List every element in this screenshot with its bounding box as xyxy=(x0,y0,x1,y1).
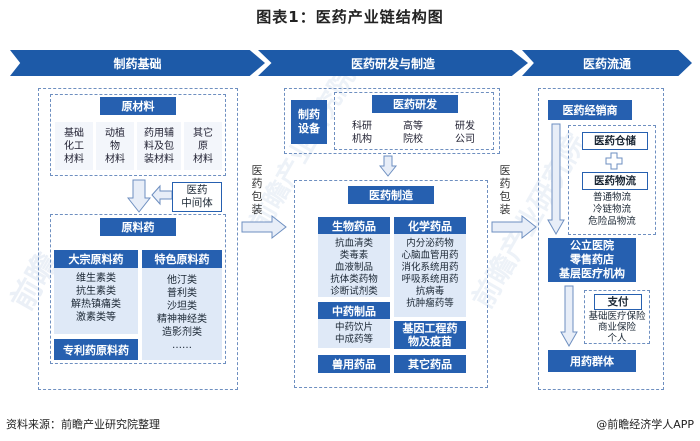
raw-material-item: 其它 原 材料 xyxy=(184,122,222,170)
special-api-panel xyxy=(142,250,222,360)
arrow-left-icon xyxy=(151,184,173,206)
logistics-frame xyxy=(568,125,656,235)
distributor-box: 医药经销商 xyxy=(548,100,632,120)
raw-material-item: 动植 物 材料 xyxy=(96,122,134,170)
stage-pharma-base: 制药基础 xyxy=(10,50,265,76)
vet-box: 兽用药品 xyxy=(318,355,390,373)
raw-material-item: 药用辅 料及包 装材料 xyxy=(137,122,181,170)
logistics-list: 普通物流 冷链物流 危险品物流 xyxy=(588,192,636,227)
chem-header: 化学药品 xyxy=(394,217,466,234)
patent-api-box: 专利药原料药 xyxy=(54,339,138,360)
rd-item: 科研 机构 xyxy=(342,118,382,148)
arrow-down-icon xyxy=(547,123,565,236)
plus-icon xyxy=(605,152,623,170)
outlets-box: 公立医院 零售药店 基层医疗机构 xyxy=(548,238,636,282)
chart-title: 图表1：医药产业链结构图 xyxy=(256,8,444,26)
api-frame xyxy=(50,214,226,364)
equipment-box: 制药 设备 xyxy=(291,100,327,144)
stage1-frame xyxy=(38,88,238,390)
bulk-api-header: 大宗原料药 xyxy=(54,250,138,268)
raw-materials-header: 原材料 xyxy=(100,97,176,115)
raw-materials-frame xyxy=(50,94,226,176)
tcm-list: 中药饮片 中成药等 xyxy=(334,322,373,345)
packaging-label: 医 药 包 装 xyxy=(499,164,511,216)
mfg-frame xyxy=(294,180,488,388)
warehouse-box: 医药仓储 xyxy=(582,132,648,150)
rd-inner-frame xyxy=(334,92,494,150)
rd-item: 高等 院校 xyxy=(393,118,433,148)
payment-header: 支付 xyxy=(594,294,642,310)
logistics-header: 医药物流 xyxy=(582,172,648,190)
source-note: 资料来源：前瞻产业研究院整理 xyxy=(6,418,160,431)
bio-header: 生物药品 xyxy=(318,217,390,234)
bio-list: 抗血清类 类毒素 血液制品 抗体类药物 诊断试剂类 xyxy=(330,238,378,297)
stage3-frame xyxy=(538,88,664,390)
arrow-right-icon xyxy=(491,214,537,240)
payment-list: 基础医疗保险 商业保险 个人 xyxy=(588,311,646,344)
other-drugs-box: 其它药品 xyxy=(394,355,466,373)
special-api-header: 特色原料药 xyxy=(142,250,222,268)
mfg-header: 医药制造 xyxy=(348,186,434,204)
intermediate-box: 医药 中间体 xyxy=(172,182,222,212)
special-api-list: 他汀类 普利类 沙坦类 精神神经类 造影剂类 …… xyxy=(157,275,207,351)
stage-distribution: 医药流通 xyxy=(522,50,692,76)
payment-frame xyxy=(584,290,650,344)
brand-credit: @前瞻经济学人APP xyxy=(596,418,694,431)
rd-frame xyxy=(284,88,500,154)
raw-material-item: 基础 化工 材料 xyxy=(55,122,93,170)
genetic-box: 基因工程药 物及疫苗 xyxy=(394,321,466,349)
bulk-api-list: 维生素类 抗生素类 解热镇痛类 激素类等 xyxy=(71,273,121,323)
api-header: 原料药 xyxy=(100,218,176,236)
users-box: 用药群体 xyxy=(548,350,636,372)
chem-list: 内分泌药物 心脑血管用药 消化系统用药 呼吸系统用药 抗病毒 抗肿瘤药等 xyxy=(401,238,459,309)
arrow-down-icon xyxy=(126,179,152,213)
arrow-right-icon xyxy=(241,214,287,240)
rd-item: 研发 公司 xyxy=(444,118,486,148)
tcm-header: 中药制品 xyxy=(318,302,390,319)
rd-header: 医药研发 xyxy=(372,95,458,113)
arrow-down-icon xyxy=(378,155,398,177)
arrow-down-icon xyxy=(560,285,578,348)
packaging-label: 医 药 包 装 xyxy=(251,164,263,216)
stage-rd-manufacturing: 医药研发与制造 xyxy=(258,50,528,76)
